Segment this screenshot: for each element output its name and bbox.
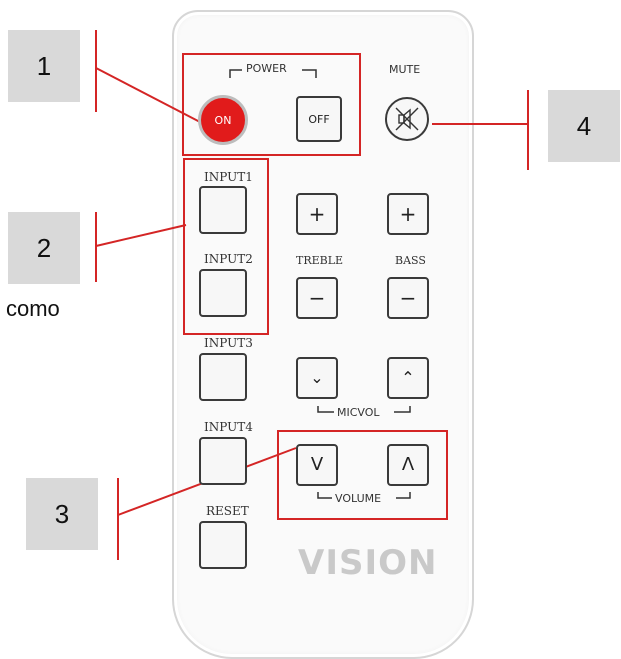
side-text: como <box>6 296 60 321</box>
treble-plus-button[interactable]: + <box>296 193 338 235</box>
bass-minus-button[interactable]: − <box>387 277 429 319</box>
volume-label: VOLUME <box>335 492 382 505</box>
power-off-button[interactable]: OFF <box>296 96 342 142</box>
inputs-highlight-box <box>183 158 269 335</box>
volume-down-glyph: V <box>310 454 324 475</box>
treble-minus-button[interactable]: − <box>296 277 338 319</box>
mute-label: MUTE <box>389 63 421 76</box>
mute-button[interactable] <box>385 97 429 141</box>
input4-button[interactable] <box>199 437 247 485</box>
treble-label: TREBLE <box>296 254 344 267</box>
treble-minus-glyph: − <box>308 286 326 310</box>
speaker-muted-icon <box>395 107 419 131</box>
input4-label: INPUT4 <box>204 420 253 434</box>
power-on-button[interactable]: ON <box>198 95 248 145</box>
power-off-label: OFF <box>308 112 330 126</box>
reset-button[interactable] <box>199 521 247 569</box>
callout-2: 2 <box>8 212 80 284</box>
volume-up-glyph: Λ <box>401 454 415 475</box>
treble-plus-glyph: + <box>308 202 326 226</box>
callout-2-number: 2 <box>36 232 52 263</box>
power-label: POWER <box>246 62 287 75</box>
bass-plus-glyph: + <box>399 202 417 226</box>
bass-label: BASS <box>395 254 426 267</box>
power-on-label: ON <box>214 113 232 127</box>
callout-4-number: 4 <box>576 110 592 141</box>
bass-plus-button[interactable]: + <box>387 193 429 235</box>
micvol-label: MICVOL <box>337 406 380 419</box>
input2-label: INPUT2 <box>204 252 253 266</box>
bass-minus-glyph: − <box>399 286 417 310</box>
volume-up-button[interactable]: Λ <box>387 444 429 486</box>
micvol-down-glyph: ⌄ <box>310 368 324 387</box>
micvol-up-button[interactable]: ⌃ <box>387 357 429 399</box>
input2-button[interactable] <box>199 269 247 317</box>
input3-button[interactable] <box>199 353 247 401</box>
callout-1: 1 <box>8 30 80 102</box>
callout-1-number: 1 <box>36 50 52 81</box>
micvol-up-glyph: ⌃ <box>401 368 415 387</box>
input3-label: INPUT3 <box>204 336 253 350</box>
power-highlight-box <box>182 53 361 156</box>
callout-3-number: 3 <box>54 498 70 529</box>
micvol-down-button[interactable]: ⌄ <box>296 357 338 399</box>
volume-highlight-box <box>277 430 448 520</box>
callout-3: 3 <box>26 478 98 550</box>
brand-logo: VISION <box>298 543 438 583</box>
input1-button[interactable] <box>199 186 247 234</box>
callout-4: 4 <box>548 90 620 162</box>
volume-down-button[interactable]: V <box>296 444 338 486</box>
reset-label: RESET <box>206 504 249 518</box>
input1-label: INPUT1 <box>204 170 253 184</box>
callout-2-pointer <box>95 224 187 247</box>
